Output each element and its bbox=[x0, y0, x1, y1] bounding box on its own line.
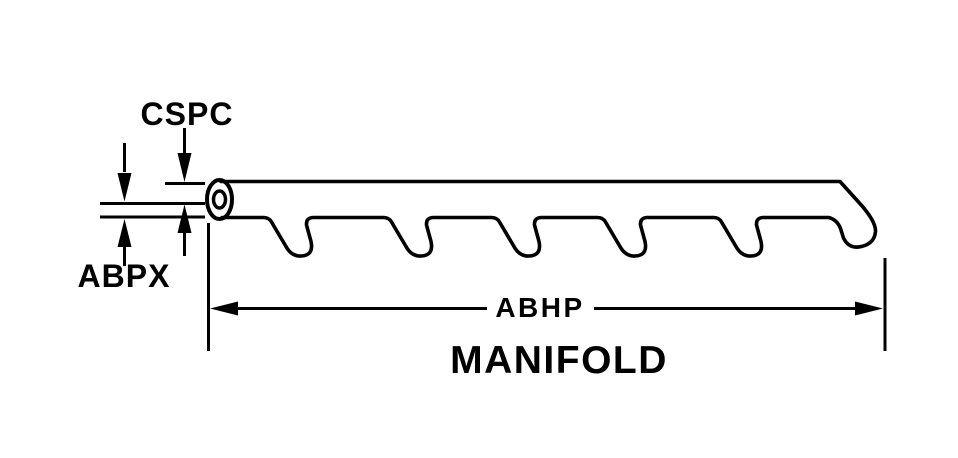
cspc-arrow-down-head bbox=[177, 153, 192, 182]
pipe-end-bore-ellipse bbox=[211, 189, 228, 210]
abpx-arrow-up-head bbox=[117, 219, 132, 247]
figure-title: MANIFOLD bbox=[450, 339, 668, 382]
cspc-dimension: CSPC bbox=[141, 96, 234, 256]
pipe-end-outer-ellipse bbox=[205, 178, 234, 221]
abpx-arrow-down-head bbox=[117, 173, 132, 202]
abhp-dimension: ABHP bbox=[207, 223, 887, 351]
abpx-dimension: ABPX bbox=[78, 143, 205, 294]
cspc-label: CSPC bbox=[141, 96, 234, 132]
abhp-arrow-right-head bbox=[855, 301, 883, 316]
manifold-outline bbox=[219, 179, 878, 258]
abpx-label: ABPX bbox=[78, 258, 171, 294]
manifold-drawing bbox=[205, 178, 878, 258]
cspc-arrow-up-head bbox=[177, 204, 192, 233]
abhp-label: ABHP bbox=[495, 292, 584, 323]
abhp-arrow-left-head bbox=[210, 301, 238, 316]
